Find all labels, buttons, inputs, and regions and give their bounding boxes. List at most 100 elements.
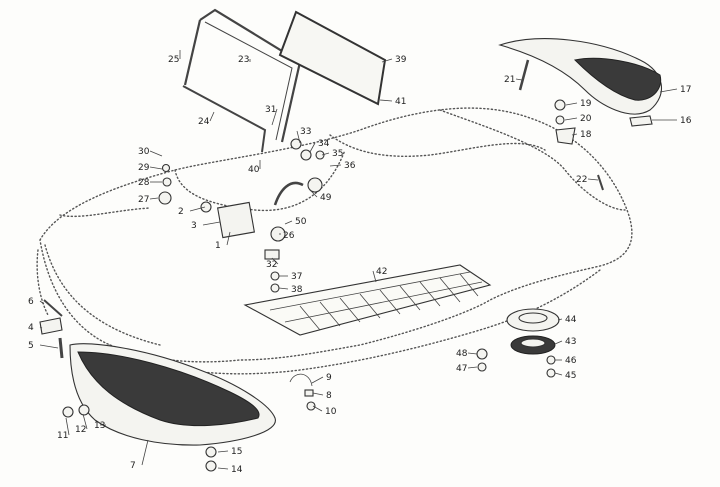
leader-line-14 (217, 467, 229, 470)
callout-label-18: 18 (580, 130, 592, 140)
leader-line-17 (659, 88, 678, 93)
leader-line-5 (39, 344, 59, 349)
callout-label-34: 34 (318, 139, 330, 149)
leader-line-4 (39, 326, 43, 329)
leader-line-48 (467, 352, 478, 355)
callout-label-4: 4 (28, 323, 34, 333)
callout-label-44: 44 (565, 315, 577, 325)
callout-label-36: 36 (344, 161, 356, 171)
leader-line-50 (284, 220, 293, 225)
leader-line-24 (209, 111, 215, 122)
leader-line-45 (554, 372, 563, 376)
callout-label-28: 28 (138, 178, 150, 188)
callout-label-45: 45 (565, 371, 576, 381)
callout-label-40: 40 (248, 165, 260, 175)
leader-line-44 (557, 318, 563, 321)
leader-line-2 (189, 206, 206, 212)
leader-line-6 (39, 300, 45, 305)
car-body-outline (36, 107, 633, 375)
callout-label-2: 2 (178, 207, 184, 217)
leader-line-3 (202, 221, 221, 226)
leader-line-15 (217, 450, 229, 453)
callout-label-8: 8 (326, 391, 332, 401)
callout-label-6: 6 (28, 297, 34, 307)
rear-cowl (498, 38, 663, 115)
leader-line-47 (467, 366, 478, 369)
leader-line-32 (271, 257, 279, 265)
callout-label-22: 22 (576, 175, 587, 185)
callout-label-7: 7 (130, 461, 136, 471)
leader-line-34 (309, 142, 316, 153)
callout-label-13: 13 (94, 421, 105, 431)
fuel-cap-assembly (506, 308, 560, 355)
leader-line-36 (329, 164, 342, 167)
front-fender (69, 343, 276, 446)
leader-line-20 (564, 117, 578, 121)
callout-label-21: 21 (504, 75, 515, 85)
callout-label-33: 33 (300, 127, 311, 137)
callout-label-1: 1 (215, 241, 221, 251)
callout-label-35: 35 (332, 149, 343, 159)
callout-label-42: 42 (376, 267, 387, 277)
hardware-parts (39, 99, 653, 472)
callout-label-11: 11 (57, 431, 68, 441)
callout-label-31: 31 (265, 105, 276, 115)
callout-label-16: 16 (680, 116, 692, 126)
leader-line-41 (379, 99, 393, 102)
callout-label-3: 3 (191, 221, 197, 231)
leader-line-42 (372, 270, 377, 283)
leader-line-12 (82, 413, 88, 430)
leader-line-35 (321, 152, 330, 156)
callout-label-39: 39 (395, 55, 407, 65)
callout-label-29: 29 (138, 163, 150, 173)
leader-line-43 (554, 340, 563, 345)
callout-label-32: 32 (266, 260, 277, 270)
windshield-frame (183, 8, 302, 143)
leader-line-7 (141, 439, 149, 466)
leader-line-39 (381, 58, 393, 63)
callout-label-48: 48 (456, 349, 468, 359)
callout-label-27: 27 (138, 195, 149, 205)
leader-line-8 (312, 392, 324, 396)
callout-label-17: 17 (680, 85, 691, 95)
callout-label-24: 24 (198, 117, 210, 127)
callout-label-14: 14 (231, 465, 243, 475)
leader-line-10 (312, 405, 323, 412)
callout-label-15: 15 (231, 447, 242, 457)
callout-label-43: 43 (565, 337, 576, 347)
windshield-seal-strip (182, 85, 267, 153)
callout-label-10: 10 (325, 407, 337, 417)
callout-label-30: 30 (138, 147, 150, 157)
leader-line-21 (515, 78, 523, 81)
leader-line-30 (149, 150, 163, 157)
leader-line-11 (65, 417, 70, 436)
callout-label-25: 25 (168, 55, 179, 65)
leader-line-29 (149, 166, 163, 170)
callout-label-23: 23 (238, 55, 249, 65)
callout-label-26: 26 (283, 231, 295, 241)
leader-line-22 (587, 178, 599, 181)
callout-label-9: 9 (326, 373, 332, 383)
callout-label-19: 19 (580, 99, 592, 109)
callout-label-38: 38 (291, 285, 303, 295)
windshield-glass (278, 10, 387, 106)
callout-label-49: 49 (320, 193, 332, 203)
callout-label-20: 20 (580, 114, 592, 124)
callout-label-46: 46 (565, 356, 577, 366)
leader-line-19 (565, 102, 578, 106)
callout-label-12: 12 (75, 425, 86, 435)
leader-line-9 (311, 376, 324, 384)
callout-label-5: 5 (28, 341, 34, 351)
leader-line-1 (226, 231, 231, 246)
callout-label-37: 37 (291, 272, 302, 282)
leader-line-38 (278, 287, 289, 290)
callout-label-47: 47 (456, 364, 467, 374)
leader-line-31 (271, 108, 278, 126)
callout-label-50: 50 (295, 217, 307, 227)
luggage-rack (243, 264, 492, 336)
leader-line-33 (296, 130, 301, 144)
leader-line-49 (309, 189, 318, 198)
